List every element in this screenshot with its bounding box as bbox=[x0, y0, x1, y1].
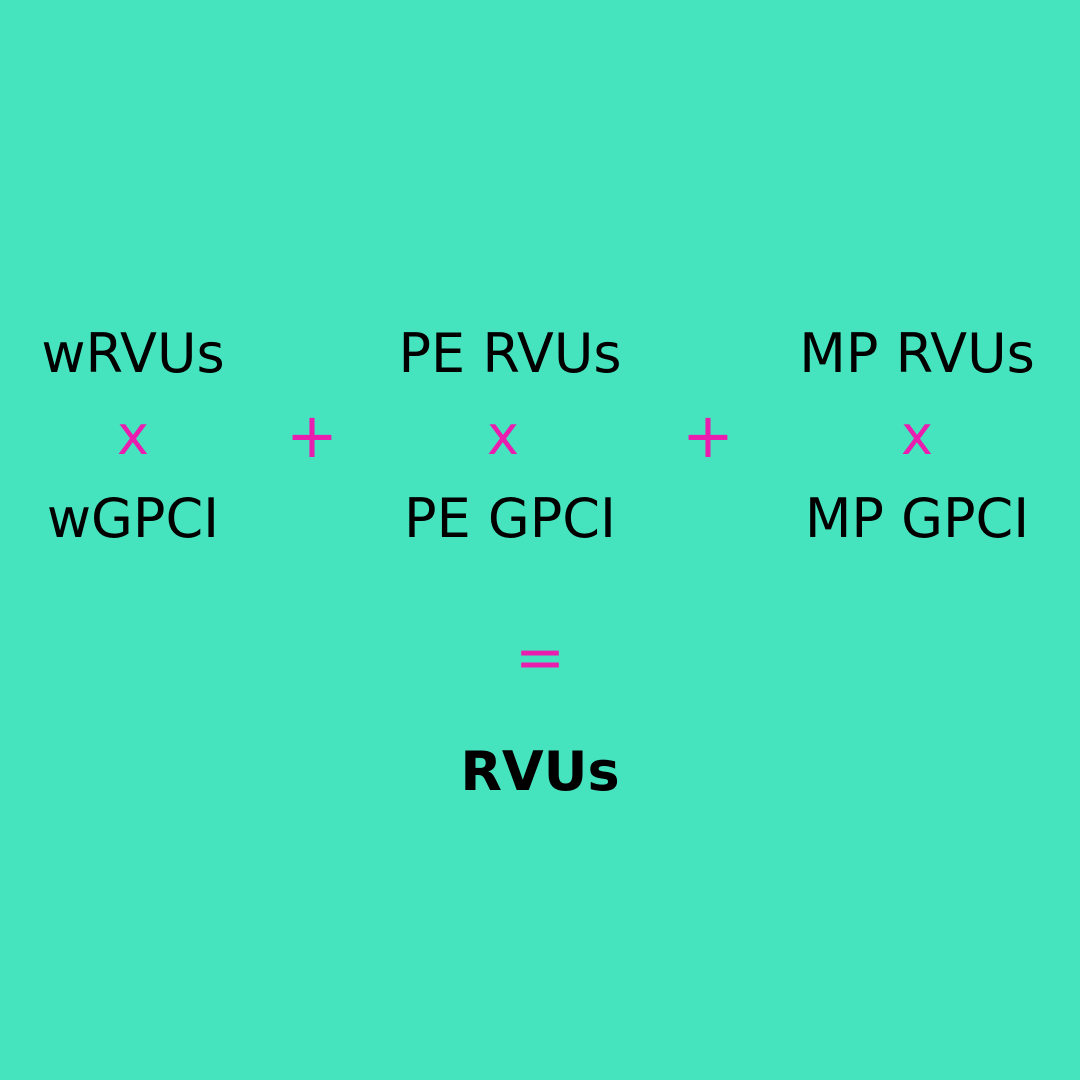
term-2-bottom: PE GPCI bbox=[404, 487, 616, 550]
term-2-multiply-sign: x bbox=[487, 404, 519, 467]
term-1-multiply-sign: x bbox=[117, 404, 149, 467]
term-3-bottom: MP GPCI bbox=[804, 487, 1030, 550]
term-3-multiply-sign: x bbox=[901, 404, 933, 467]
term-2-top: PE RVUs bbox=[398, 322, 622, 385]
result-label: RVUs bbox=[460, 740, 620, 803]
term-1-top: wRVUs bbox=[41, 322, 225, 385]
term-3-top: MP RVUs bbox=[799, 322, 1035, 385]
equals-sign: = bbox=[514, 623, 566, 693]
plus-sign-1: + bbox=[286, 399, 338, 472]
plus-sign-2: + bbox=[682, 399, 734, 472]
term-1-bottom: wGPCI bbox=[46, 487, 220, 550]
